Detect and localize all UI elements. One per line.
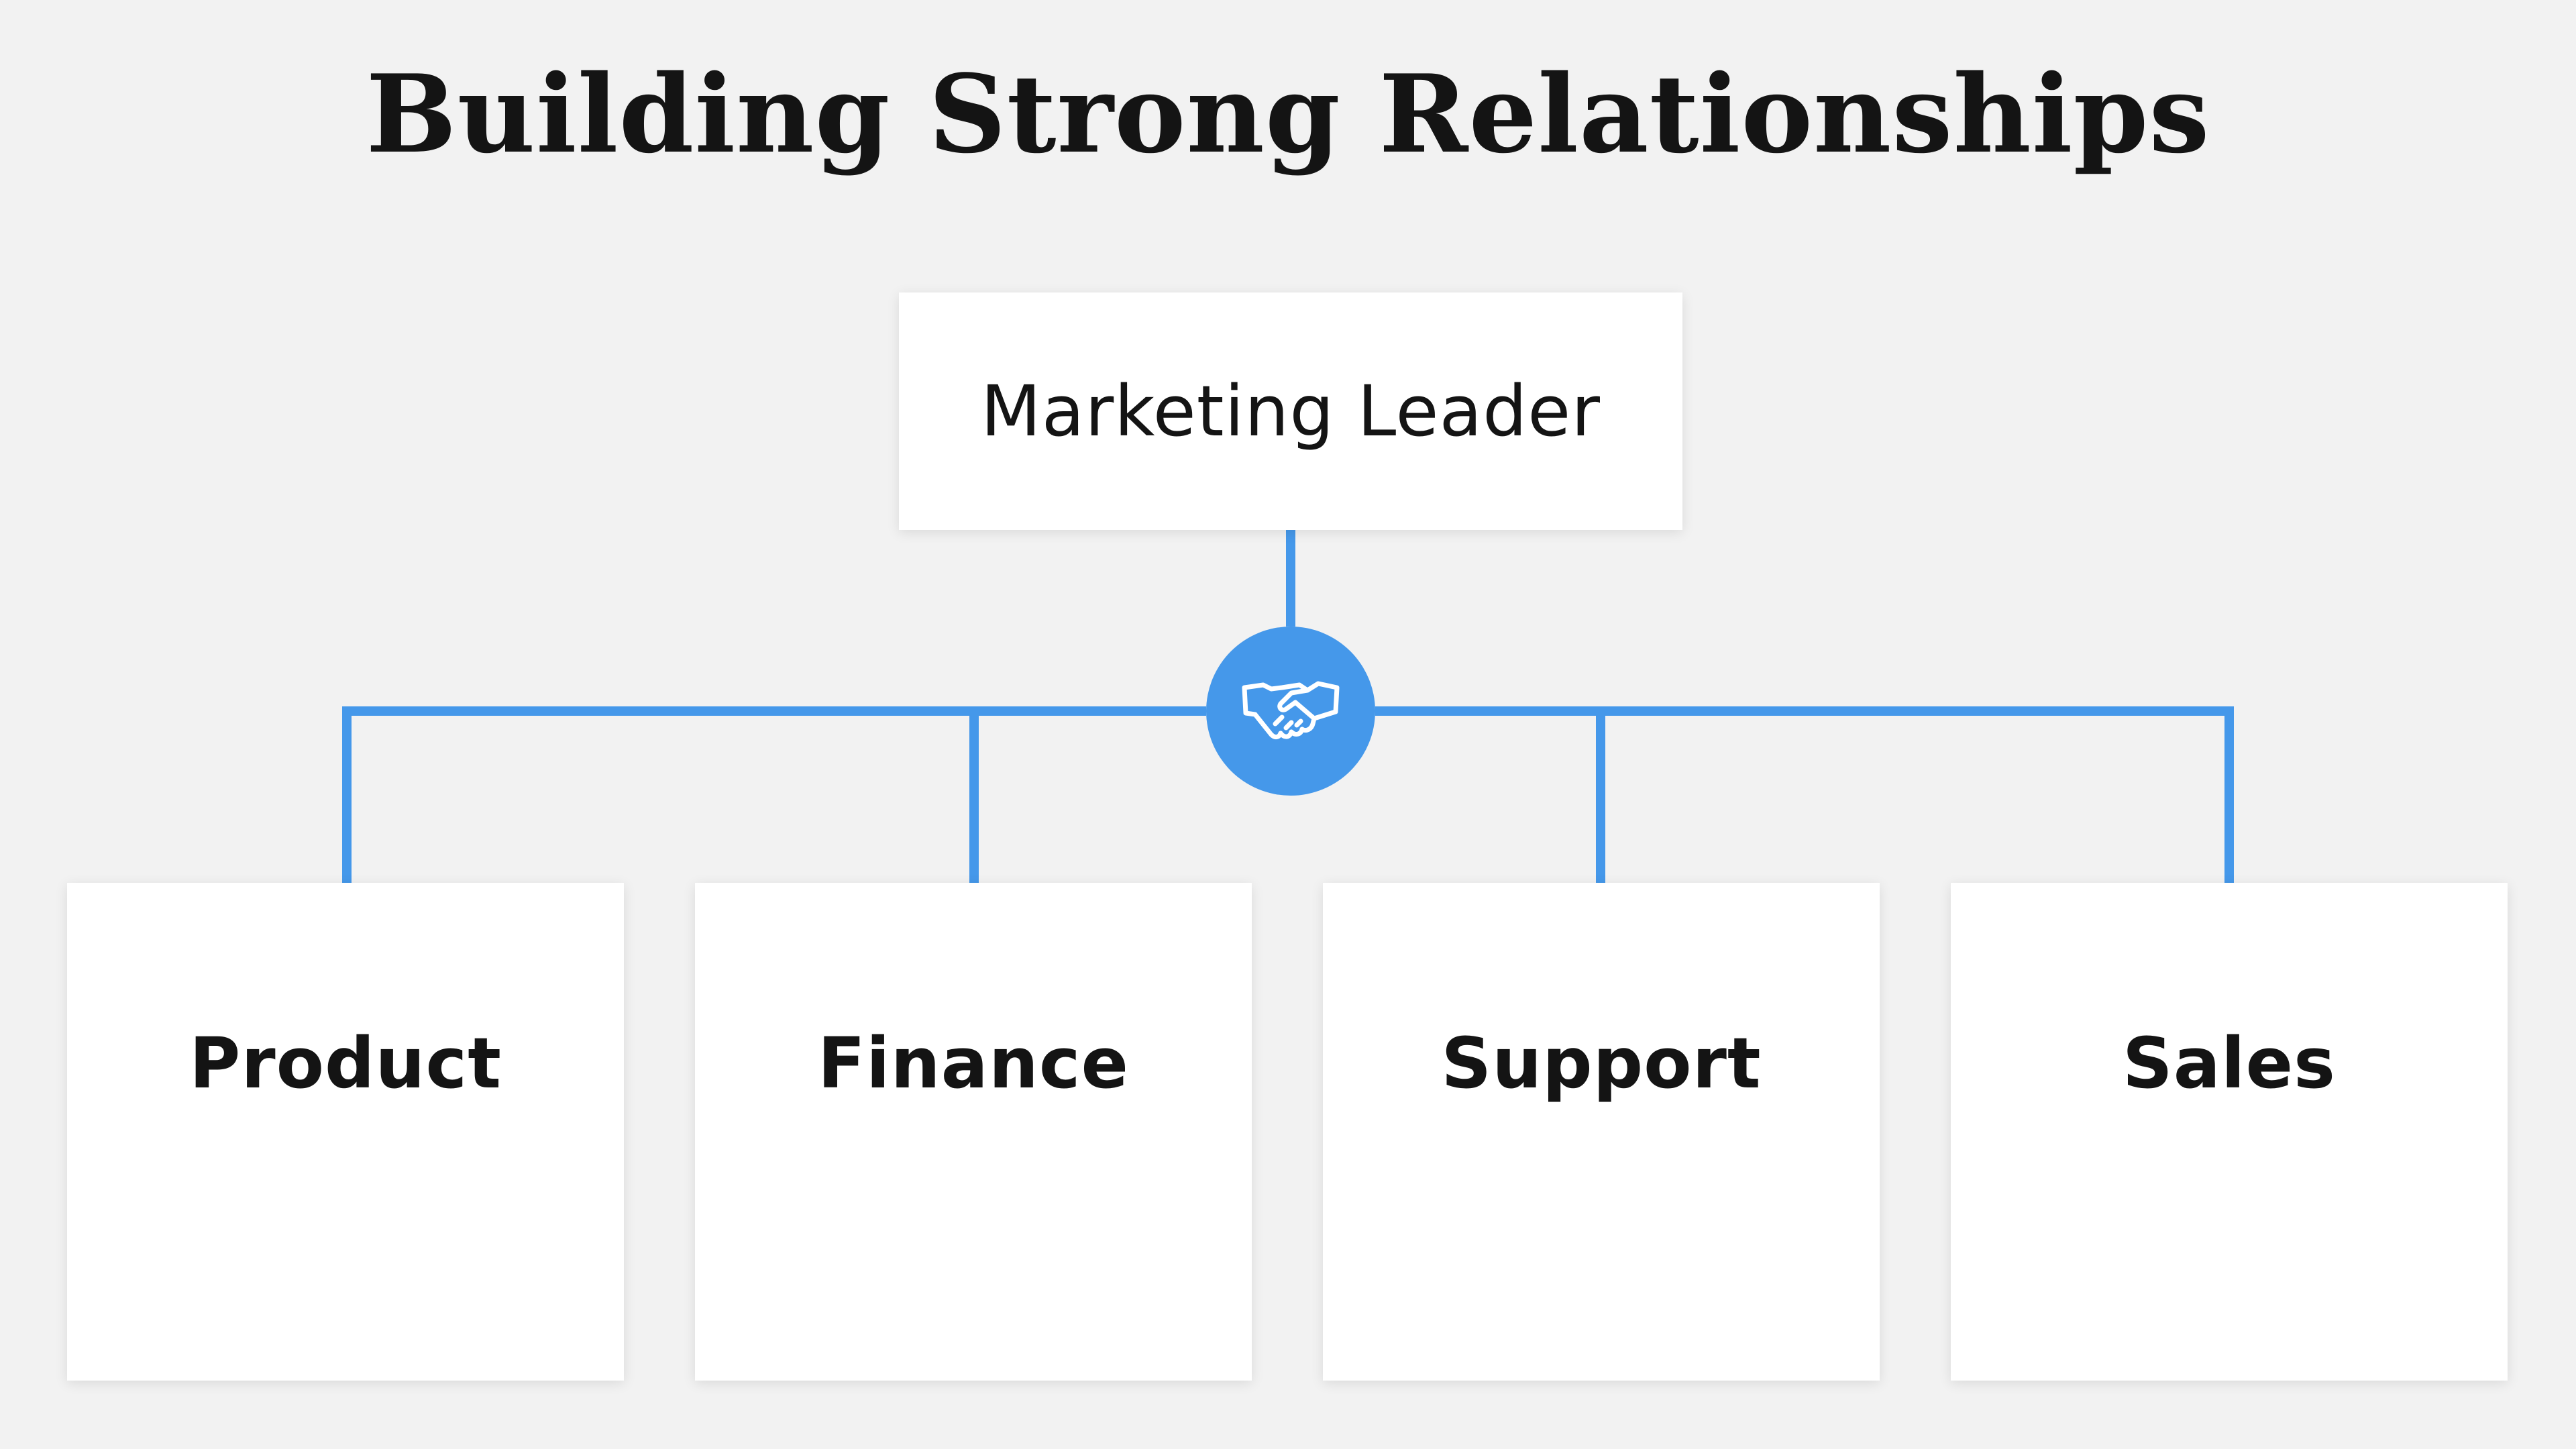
handshake-icon bbox=[1242, 681, 1340, 740]
product-box: Product bbox=[67, 883, 624, 1381]
finance-label: Finance bbox=[817, 1022, 1130, 1104]
marketing-leader-label: Marketing Leader bbox=[981, 370, 1601, 452]
support-box: Support bbox=[1323, 883, 1880, 1381]
sales-box: Sales bbox=[1951, 883, 2508, 1381]
product-label: Product bbox=[189, 1022, 502, 1104]
marketing-leader-box: Marketing Leader bbox=[899, 292, 1682, 530]
handshake-hub bbox=[1206, 627, 1375, 796]
support-label: Support bbox=[1441, 1022, 1762, 1104]
sales-label: Sales bbox=[2122, 1022, 2337, 1104]
finance-box: Finance bbox=[695, 883, 1252, 1381]
diagram-title: Building Strong Relationships bbox=[366, 51, 2210, 177]
